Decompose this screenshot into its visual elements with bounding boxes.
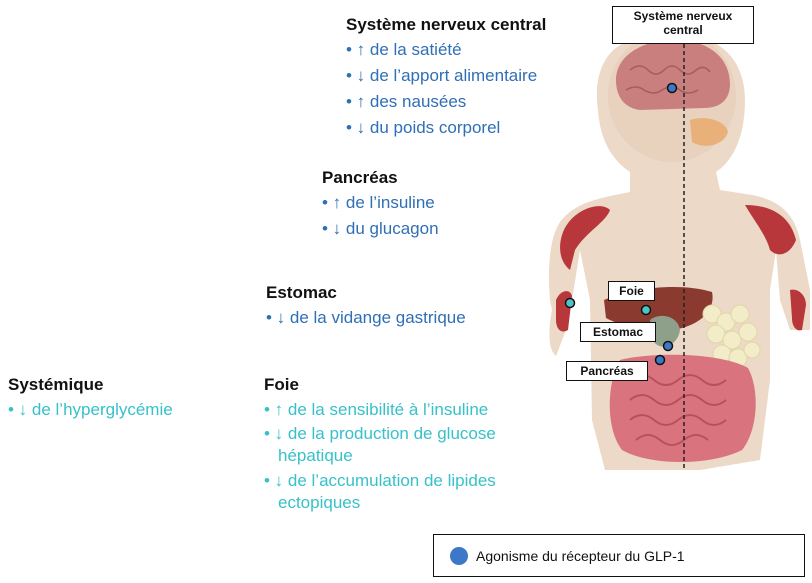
liver-item: • ↓ de l’accumulation de lipides ectopiq… [264, 470, 564, 514]
pancreas-item: • ↑ de l’insuline [322, 190, 439, 216]
cns-item: • ↑ de la satiété [346, 37, 546, 63]
stomach-item: • ↓ de la vidange gastrique [266, 305, 466, 331]
section-cns-heading: Système nerveux central [346, 15, 546, 35]
legend-label: Agonisme du récepteur du GLP-1 [476, 548, 685, 564]
receptor-dot-pancreas [656, 356, 665, 365]
systemic-item: • ↓ de l’hyperglycémie [8, 397, 173, 423]
receptor-dot-systemic [566, 299, 575, 308]
liver-item: • ↓ de la production de glucose hépatiqu… [264, 423, 564, 467]
section-stomach: Estomac • ↓ de la vidange gastrique [266, 283, 466, 331]
section-cns: Système nerveux central • ↑ de la satiét… [346, 15, 546, 141]
legend-dot-icon [450, 547, 468, 565]
section-systemic-heading: Systémique [8, 375, 173, 395]
tag-foie: Foie [608, 281, 655, 301]
cns-item: • ↑ des nausées [346, 89, 546, 115]
section-pancreas-heading: Pancréas [322, 168, 439, 188]
cns-item: • ↓ de l’apport alimentaire [346, 63, 546, 89]
receptor-dot-cns [668, 84, 677, 93]
section-stomach-heading: Estomac [266, 283, 466, 303]
tag-pancreas: Pancréas [566, 361, 648, 381]
cns-item: • ↓ du poids corporel [346, 115, 546, 141]
section-pancreas: Pancréas • ↑ de l’insuline • ↓ du glucag… [322, 168, 439, 242]
liver-item: • ↑ de la sensibilité à l’insuline [264, 397, 564, 423]
tag-estomac: Estomac [580, 322, 656, 342]
receptor-dot-liver [642, 306, 651, 315]
receptor-dot-stomach [664, 342, 673, 351]
pancreas-item: • ↓ du glucagon [322, 216, 439, 242]
section-liver-heading: Foie [264, 375, 564, 395]
section-systemic: Systémique • ↓ de l’hyperglycémie [8, 375, 173, 423]
tag-cns: Système nerveux central [612, 6, 754, 44]
legend-box: Agonisme du récepteur du GLP-1 [433, 534, 805, 577]
right-arm-muscle [556, 291, 572, 331]
section-liver: Foie • ↑ de la sensibilité à l’insuline … [264, 375, 564, 514]
